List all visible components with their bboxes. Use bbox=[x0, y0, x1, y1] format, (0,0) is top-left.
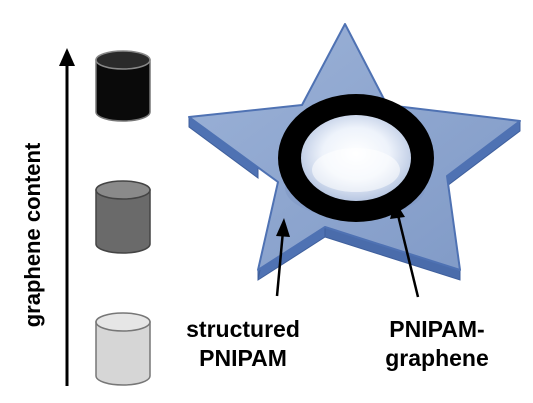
caption-pnipam-graphene: PNIPAM- graphene bbox=[372, 315, 502, 373]
arrow-up-icon bbox=[59, 48, 75, 386]
pointer-arrow-icon-left bbox=[275, 218, 290, 297]
cylinder-icon-low bbox=[95, 312, 151, 386]
caption-left-line-2: PNIPAM bbox=[199, 345, 287, 371]
axis-label: graphene content bbox=[20, 142, 45, 328]
caption-right-line-1: PNIPAM- bbox=[389, 316, 485, 342]
ring-icon bbox=[278, 94, 434, 222]
cylinder-icon-high bbox=[95, 50, 151, 122]
caption-right-line-2: graphene bbox=[385, 345, 489, 371]
caption-structured-pnipam: structured PNIPAM bbox=[168, 315, 318, 373]
cylinder-icon-mid bbox=[95, 180, 151, 254]
pointer-arrow-icon-right bbox=[390, 201, 420, 298]
caption-left-line-1: structured bbox=[186, 316, 300, 342]
